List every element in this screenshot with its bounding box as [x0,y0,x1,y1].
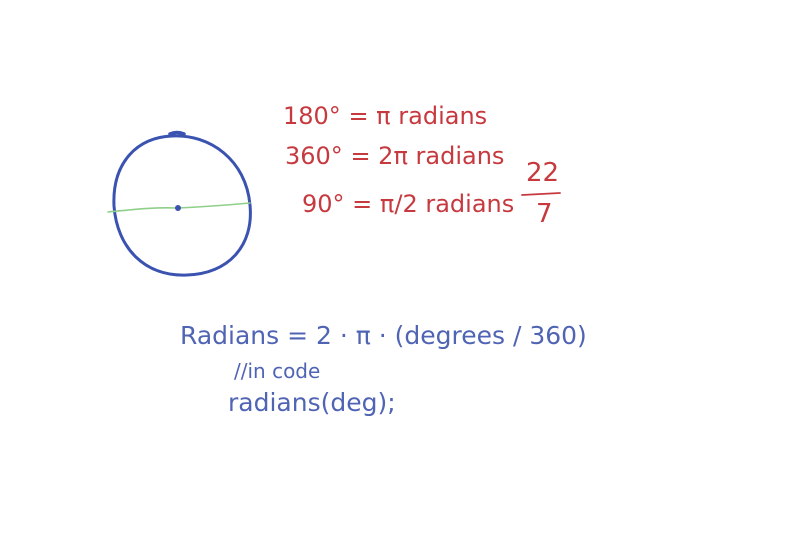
note-90-degrees: 90° = π/2 radians [302,190,514,218]
code-comment: //in code [234,359,320,383]
red-notes: 180° = π radians 360° = 2π radians 90° =… [283,102,561,229]
center-point [175,205,181,211]
fraction-numerator: 22 [526,158,559,188]
blue-notes: Radians = 2 · π · (degrees / 360) //in c… [180,321,587,417]
fraction-denominator: 7 [536,199,553,229]
note-360-degrees: 360° = 2π radians [285,142,504,170]
circle-top-mark [168,130,186,136]
circle-outline [112,134,252,277]
fraction-bar [521,192,561,196]
fraction-22-over-7: 22 7 [521,158,561,229]
circle-sketch [107,130,252,277]
note-180-degrees: 180° = π radians [283,102,487,130]
code-call: radians(deg); [228,388,396,417]
radians-formula: Radians = 2 · π · (degrees / 360) [180,321,587,350]
